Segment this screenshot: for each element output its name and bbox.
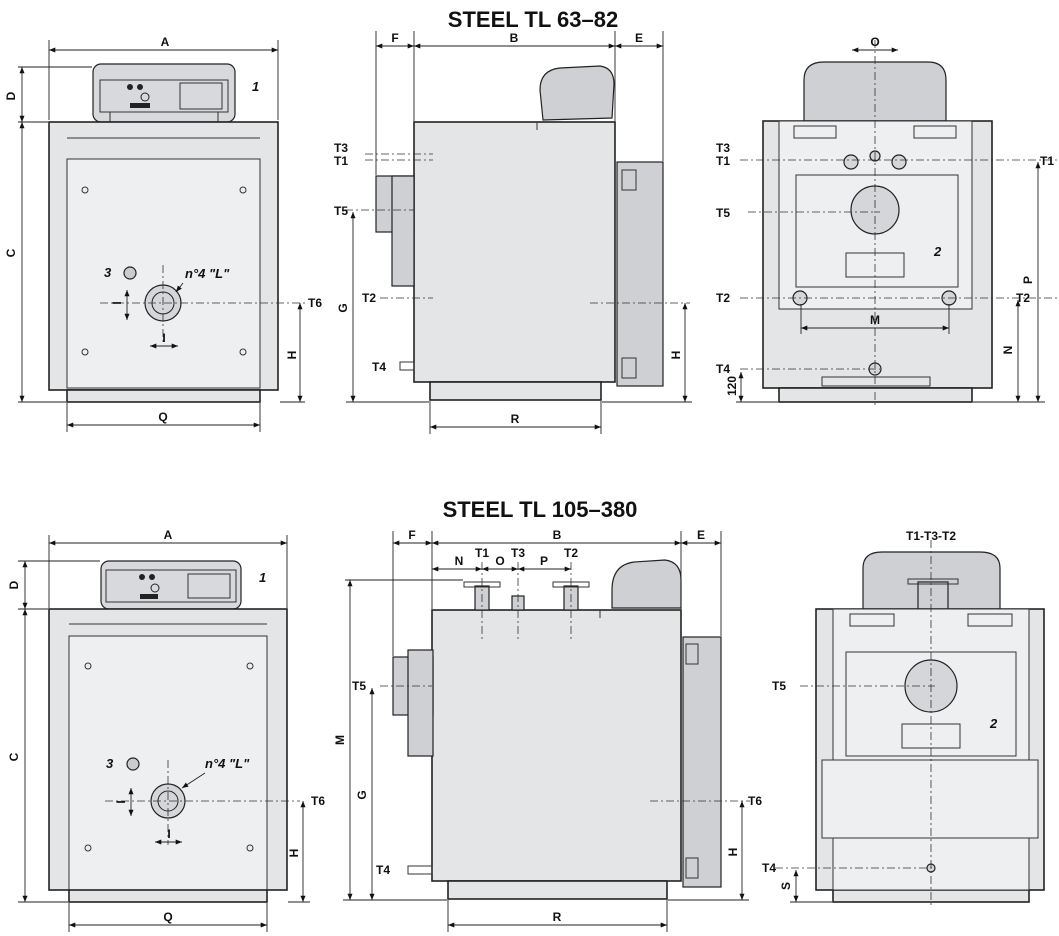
callout-bolts-top: n°4 "L" xyxy=(185,266,230,281)
burner-unit xyxy=(539,65,615,121)
label-t6-side-bottom: T6 xyxy=(748,794,762,808)
dim-n-bottom: N xyxy=(455,554,464,568)
label-t6-front-top: T6 xyxy=(308,296,322,310)
bottom-front-view xyxy=(48,560,300,903)
title-steel-tl-105-380: STEEL TL 105–380 xyxy=(443,497,638,522)
callout-2-top: 2 xyxy=(933,244,942,259)
dim-m-top: M xyxy=(870,313,880,327)
front-door-side-bottom xyxy=(682,636,722,888)
dim-d-bottom: D xyxy=(7,580,21,589)
dim-m-bottom: M xyxy=(333,735,347,745)
label-t5-side-top: T5 xyxy=(334,204,348,218)
dim-s: S xyxy=(779,882,793,890)
dim-a-bottom: A xyxy=(164,528,173,542)
title-steel-tl-63-82: STEEL TL 63–82 xyxy=(448,7,618,32)
dim-h-side-bottom: H xyxy=(726,848,740,857)
label-t1-top-bottom: T1 xyxy=(475,546,489,560)
bottom-side-view xyxy=(380,559,750,900)
dim-n-top: N xyxy=(1001,346,1015,355)
label-t2-rear-left: T2 xyxy=(716,291,730,305)
dim-d-top: D xyxy=(4,91,18,100)
dim-f-bottom: F xyxy=(408,528,415,542)
label-t1-rear-right: T1 xyxy=(1040,154,1054,168)
label-t3-side-top: T3 xyxy=(334,141,348,155)
port-t1-right xyxy=(891,154,907,170)
burner-top-rear-bottom xyxy=(862,551,1001,610)
top-side-view xyxy=(345,65,690,401)
dim-e-top: E xyxy=(635,31,643,45)
dim-b-top: B xyxy=(510,31,519,45)
dim-p-bottom: P xyxy=(540,554,548,568)
item-3-indicator xyxy=(123,266,137,280)
dim-b-bottom: B xyxy=(553,528,562,542)
label-t4-rear-bottom: T4 xyxy=(762,861,776,875)
dim-a-top: A xyxy=(161,35,170,49)
dim-i-horizontal-top: I xyxy=(162,331,165,345)
callout-1-bottom: 1 xyxy=(259,570,266,585)
dim-h-side-top: H xyxy=(669,351,683,360)
callout-bolts-bottom: n°4 "L" xyxy=(205,756,250,771)
front-door-side xyxy=(616,161,664,387)
label-t4-side-bottom: T4 xyxy=(376,863,390,877)
dim-q-top: Q xyxy=(158,410,167,424)
control-panel xyxy=(92,63,236,123)
dim-c-bottom: C xyxy=(7,752,21,761)
top-rear-view xyxy=(740,40,1059,408)
callout-2-bottom: 2 xyxy=(989,716,998,731)
dim-i-horizontal-bottom: I xyxy=(167,827,170,841)
top-front-view xyxy=(48,63,305,403)
dim-120: 120 xyxy=(725,376,739,396)
label-t2-side-top: T2 xyxy=(362,291,376,305)
dim-o-top: O xyxy=(870,35,879,49)
label-t4-rear-top: T4 xyxy=(716,362,730,376)
label-t5-rear-bottom: T5 xyxy=(772,679,786,693)
boiler-body-side xyxy=(413,121,616,383)
label-t1-t3-t2: T1-T3-T2 xyxy=(906,529,956,543)
dim-o-bottom: O xyxy=(495,554,504,568)
burner-unit-bottom xyxy=(611,559,682,609)
port-t1-left xyxy=(843,154,859,170)
dim-h-front-top: H xyxy=(285,351,299,360)
callout-3-bottom: 3 xyxy=(106,756,114,771)
callout-1-top: 1 xyxy=(252,79,259,94)
dim-q-bottom: Q xyxy=(163,910,172,924)
dim-i-vertical-top: I xyxy=(110,301,124,304)
dim-f-top: F xyxy=(391,31,398,45)
dim-r-bottom: R xyxy=(553,910,562,924)
dim-p-top: P xyxy=(1021,276,1035,284)
boiler-body-side-bottom xyxy=(431,609,682,882)
label-t6-front-bottom: T6 xyxy=(311,794,325,808)
dim-e-bottom: E xyxy=(697,528,705,542)
label-t5-rear-top: T5 xyxy=(716,206,730,220)
dim-r-top: R xyxy=(511,412,520,426)
dim-g-top: G xyxy=(336,303,350,312)
label-t4-side-top: T4 xyxy=(372,360,386,374)
dim-h-front-bottom: H xyxy=(287,849,301,858)
label-t3-top-bottom: T3 xyxy=(511,546,525,560)
label-t2-rear-right: T2 xyxy=(1016,291,1030,305)
flue-outlet-t5 xyxy=(850,185,900,235)
label-t1-side-top: T1 xyxy=(334,154,348,168)
bottom-rear-view xyxy=(775,540,1045,905)
label-t3-rear-top: T3 xyxy=(716,141,730,155)
callout-3-top: 3 xyxy=(104,265,112,280)
dim-g-bottom: G xyxy=(355,790,369,799)
label-t1-rear-left: T1 xyxy=(716,154,730,168)
label-t5-side-bottom: T5 xyxy=(352,679,366,693)
dim-c-top: C xyxy=(4,248,18,257)
dim-i-vertical-bottom: I xyxy=(114,800,128,803)
label-t2-top-bottom: T2 xyxy=(564,546,578,560)
